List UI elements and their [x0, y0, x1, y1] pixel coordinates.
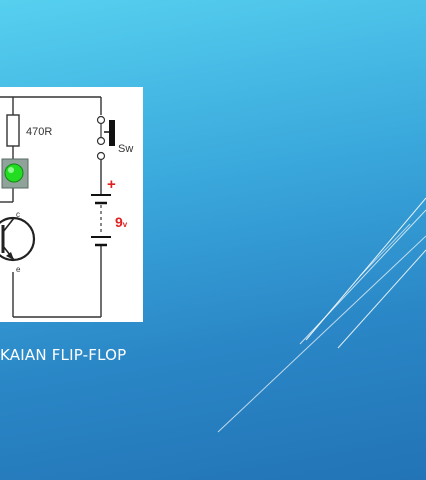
circuit-diagram: 470R c e [0, 87, 143, 322]
resistor-icon [6, 114, 20, 147]
decor-line-3 [359, 223, 411, 277]
push-switch-icon [96, 115, 115, 161]
resistor-label: 470R [26, 126, 52, 138]
battery-plus-label: + [107, 176, 116, 193]
decor-line-4 [337, 249, 426, 349]
decor-line-5 [217, 235, 426, 433]
green-led-icon [1, 158, 29, 189]
battery-voltage-label: 9v [115, 214, 128, 230]
transistor-icon [0, 216, 36, 262]
emitter-label: e [16, 265, 21, 274]
battery-icon [91, 194, 111, 247]
slide-caption: KAIAN FLIP-FLOP [0, 346, 127, 364]
collector-label: c [16, 210, 20, 219]
switch-label: Sw [118, 143, 133, 155]
decor-line-2 [299, 209, 426, 345]
